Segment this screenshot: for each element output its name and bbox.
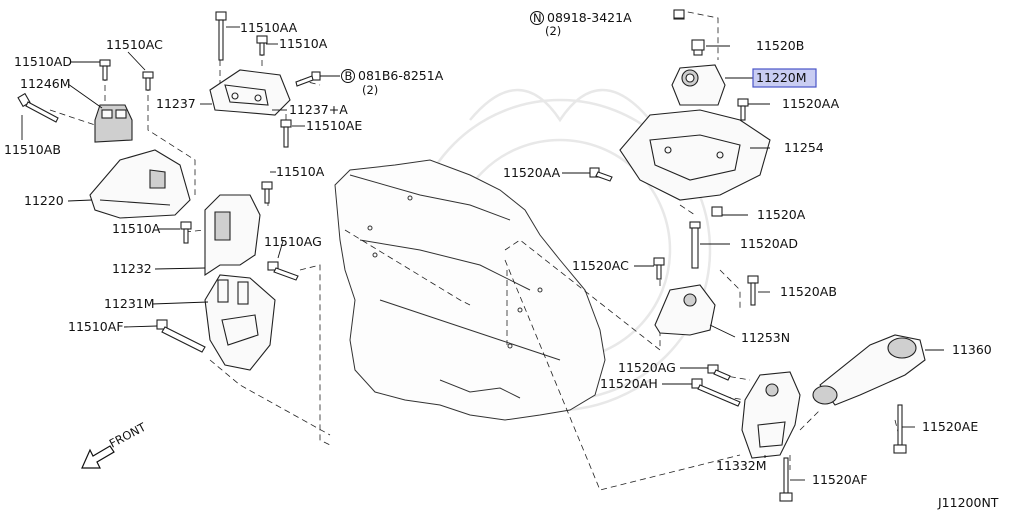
bolt-11520ad: [689, 221, 701, 269]
nut-11520b: [691, 39, 705, 56]
svg-text:N: N: [533, 11, 542, 25]
label-081b6: 081B6-8251A: [358, 68, 444, 83]
part-11332m-bracket: [741, 371, 801, 459]
bolt-11510a-top: [256, 35, 268, 56]
label-11520ab: 11520AB: [780, 284, 837, 299]
bolt-11520ah: [691, 378, 741, 407]
label-11520ah: 11520AH: [600, 376, 658, 391]
label-11237: 11237: [156, 96, 196, 111]
label-11220: 11220: [24, 193, 64, 208]
part-11254-bracket: [619, 109, 771, 201]
bolt-11520aa-left: [589, 167, 613, 182]
label-11510ac: 11510AC: [106, 37, 163, 52]
svg-text:B: B: [345, 69, 353, 83]
label-11520ag: 11520AG: [618, 360, 676, 375]
part-11246m-bracket: [94, 104, 133, 143]
bolt-11520ab: [747, 275, 759, 306]
bolt-11510ad: [99, 59, 111, 81]
label-11254: 11254: [784, 140, 824, 155]
callout-labels: 11510AD 11510AC 11246M 11510AB 11220 115…: [4, 10, 992, 487]
label-11220m: 11220M: [756, 70, 807, 85]
bolt-11520ag: [707, 364, 731, 381]
bolt-11520aa-right: [737, 98, 749, 121]
part-11232-bracket: [204, 194, 261, 277]
label-11510a-left: 11510A: [112, 221, 161, 236]
label-11231m: 11231M: [104, 296, 155, 311]
label-08918-qty: (2): [545, 24, 561, 38]
label-11510af: 11510AF: [68, 319, 124, 334]
bolt-11510ag: [267, 261, 299, 281]
circled-b-icon: B: [341, 69, 355, 83]
label-11232: 11232: [112, 261, 152, 276]
label-11520ac: 11520AC: [572, 258, 629, 273]
bolt-11510ae: [280, 119, 292, 148]
label-11520b: 11520B: [756, 38, 804, 53]
part-11253n-bracket: [654, 284, 716, 336]
bolt-081b6: [295, 71, 321, 87]
label-11246m: 11246M: [20, 76, 71, 91]
bolt-11520a: [711, 206, 723, 217]
part-11220-mount: [89, 149, 191, 219]
label-11520ad: 11520AD: [740, 236, 798, 251]
engine-block: [334, 159, 606, 421]
label-11520ae: 11520AE: [922, 419, 978, 434]
part-11237-bracket: [209, 69, 291, 116]
bolt-11510a-mid: [261, 181, 273, 204]
circled-n-icon: N: [530, 11, 544, 25]
part-11360-torque-rod: [812, 334, 926, 406]
bolt-11510ac: [142, 71, 154, 91]
label-11360: 11360: [952, 342, 992, 357]
label-11253n: 11253N: [741, 330, 790, 345]
label-11510aa-top: 11510AA: [240, 20, 298, 35]
label-11510a-mid: 11510A: [276, 164, 325, 179]
label-11510ae: 11510AE: [306, 118, 362, 133]
label-11332m: 11332M: [716, 458, 767, 473]
label-11510ag: 11510AG: [264, 234, 322, 249]
label-11237a: 11237+A: [289, 102, 348, 117]
bolt-11510a-left: [180, 221, 192, 244]
part-11220m-insulator: [671, 64, 726, 106]
bolt-11520ae: [893, 404, 907, 454]
front-direction-indicator: FRONT: [81, 419, 149, 469]
bolt-11520af: [779, 457, 793, 502]
diagram-code: J11200NT: [937, 495, 999, 510]
label-11520aa-right: 11520AA: [782, 96, 840, 111]
front-arrow-icon: [81, 445, 115, 469]
bolt-11520ac: [653, 257, 665, 280]
label-11510ab: 11510AB: [4, 142, 61, 157]
label-11520a: 11520A: [757, 207, 806, 222]
label-11520aa-left: 11520AA: [503, 165, 561, 180]
label-11520af: 11520AF: [812, 472, 868, 487]
label-11510a-top: 11510A: [279, 36, 328, 51]
label-081b6-qty: (2): [362, 83, 378, 97]
highlight-box-11220m: [752, 68, 817, 88]
bolt-11510ab: [17, 92, 59, 123]
nut-08918: [673, 9, 685, 20]
leader-lines: [21, 17, 944, 481]
bolt-11510aa-top: [215, 11, 227, 61]
label-08918: 08918-3421A: [547, 10, 632, 25]
bolt-11510af: [156, 319, 206, 353]
front-label: FRONT: [107, 419, 149, 450]
part-11231m-bracket: [204, 274, 276, 371]
label-11510ad: 11510AD: [14, 54, 72, 69]
